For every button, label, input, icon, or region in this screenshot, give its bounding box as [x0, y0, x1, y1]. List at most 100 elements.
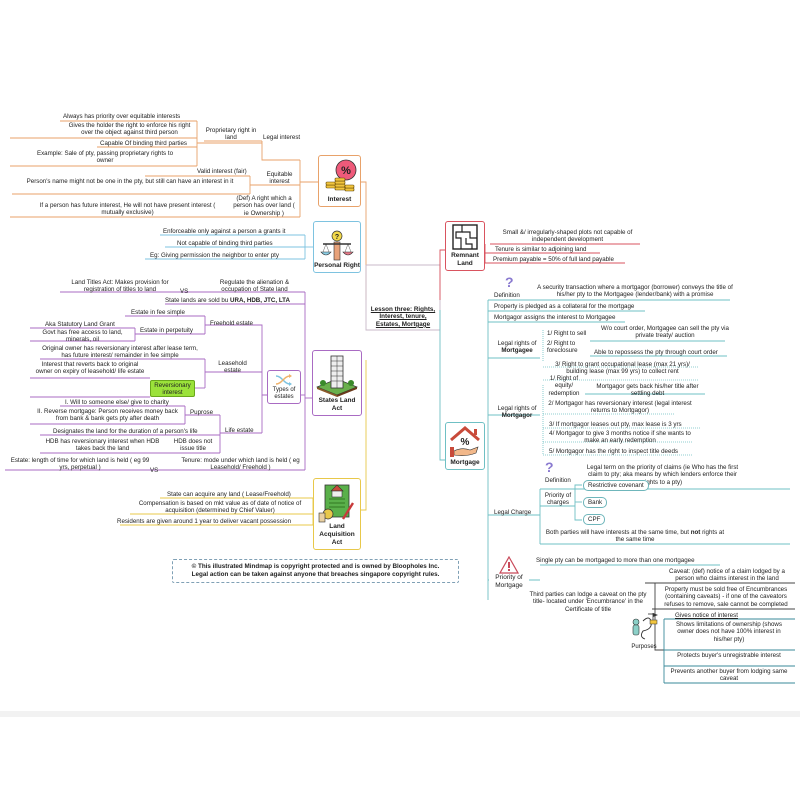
question-mark-icon: ?: [505, 274, 514, 290]
caveat-definition: Caveat: (def) notice of a claim lodged b…: [669, 568, 785, 583]
legal-charge-definition: Legal term on the priority of claims (ie…: [586, 464, 739, 486]
both-suffix: rights at the same time: [615, 529, 725, 544]
copyright-notice: © This illustrated Mindmap is copyright …: [172, 559, 459, 583]
mortgage-card[interactable]: % Mortgage: [445, 422, 485, 470]
svg-text:%: %: [341, 165, 351, 177]
right-label: 2/ Mortgagor has reversionary interest (…: [548, 400, 692, 415]
purposes-label: Purposes: [631, 644, 657, 651]
states-land-act-title: States Land Act: [318, 397, 356, 412]
interest-item: Capable Of binding third parties: [100, 140, 188, 147]
mortgage-item: Mortgagor assigns the interest to Mortga…: [494, 314, 616, 321]
legal-charge-label: Legal Charge: [494, 509, 532, 516]
priority-of-charges-label: Priority of charges: [544, 492, 572, 507]
legal-charge-definition-label: Definition: [545, 477, 571, 484]
types-of-estates-card[interactable]: Types of estates: [267, 370, 301, 404]
central-topic[interactable]: Lesson three: Rights, Interest, tenure, …: [370, 306, 436, 328]
vs-label: VS: [180, 288, 189, 295]
right-label: 4/ Mortgagor to give 3 months notice if …: [549, 430, 691, 445]
both-bold: not: [690, 529, 701, 536]
encumbrances-text: Property must be sold free of Encumbranc…: [664, 586, 788, 608]
purpose-item: Gives notice of interest: [675, 612, 738, 619]
designates-land-text: Designates the land for the duration of …: [53, 428, 198, 435]
remnant-land-card[interactable]: Remnant Land: [445, 221, 485, 271]
warning-icon: [499, 556, 519, 574]
mortgage-title: Mortgage: [450, 459, 480, 466]
legal-interest-label: Legal interest: [263, 134, 301, 141]
land-plots-icon: [452, 224, 478, 250]
priority-of-mortgage-card[interactable]: Priority of Mortgage: [489, 549, 529, 593]
mortgagor-bold: Mortgagor: [501, 412, 533, 420]
land-acq-item: State can acquire any land ( Lease/Freeh…: [167, 491, 291, 498]
purpose-item: Shows limitations of ownership (shows ow…: [676, 621, 782, 643]
mortgage-definition-label: Definition: [494, 292, 520, 299]
right-label: 5/ Mortgagor has the right to inspect ti…: [549, 448, 678, 455]
proprietary-right-label: Proprietary right in land: [205, 127, 257, 142]
label-prefix: Legal rights of: [497, 405, 537, 412]
right-label: 2/ Right to foreclosure: [547, 340, 578, 355]
mortgage-definition: A security transaction where a mortgagor…: [537, 284, 733, 299]
interest-item: Valid interest (fair): [197, 168, 247, 175]
person-flag-icon: [632, 613, 658, 640]
copyright-line-2: Legal action can be taken against anyone…: [191, 571, 440, 578]
personal-right-item: Enforceable only against a person a gran…: [163, 228, 286, 235]
reversionary-after-lease: Original owner has reversionary interest…: [42, 345, 198, 360]
svg-text:?: ?: [335, 234, 339, 241]
remnant-item: Premium payable = 50% of full land payab…: [493, 256, 614, 263]
purpose-item: Prevents another buyer from lodging same…: [670, 668, 788, 683]
shuffle-icon: [275, 374, 292, 386]
building-icon: [316, 355, 358, 397]
equitable-interest-label: Equitable interest: [266, 171, 293, 186]
priority-of-mortgage-title: Priority of Mortgage: [495, 574, 523, 589]
priority-chip: Restrictive covenant: [583, 480, 649, 491]
land-acquisition-title: Land Acquisition Act: [319, 523, 355, 546]
reversionary-interest-badge: Reversionary interest: [150, 380, 195, 397]
land-acquisition-card[interactable]: Land Acquisition Act: [313, 478, 361, 550]
priority-chip: CPF: [583, 514, 606, 525]
sold-by-prefix: State lands are sold bu: [165, 297, 231, 304]
reverts-back-text: Interest that reverts back to original o…: [35, 361, 145, 376]
personal-right-item: Eg: Giving permission the neighbor to en…: [150, 252, 279, 259]
document-house-icon: [318, 484, 355, 523]
personal-right-card[interactable]: ? Personal Right: [313, 221, 361, 273]
state-lands-sold-by: State lands are sold bu URA, HDB, JTC, L…: [165, 297, 290, 304]
life-estate-label: Life estate: [225, 427, 254, 434]
single-pty-text: Single pty can be mortgaged to more than…: [536, 557, 695, 564]
remnant-item: Tenure is similar to adjoining land: [495, 246, 587, 253]
freehold-estate-label: Freehold estate: [210, 320, 253, 327]
sold-by-agencies: URA, HDB, JTC, LTA: [230, 297, 290, 304]
right-detail: W/o court order, Mortgagee can sell the …: [601, 325, 729, 340]
remnant-item: Small &/ irregularly-shaped plots not ca…: [502, 229, 633, 244]
estate-definition-text: Estate: length of time for which land is…: [10, 457, 150, 472]
right-label: 1/ Right of equity/ redemption: [548, 375, 580, 397]
purpose-item: Protects buyer's unregistrable interest: [677, 652, 781, 659]
interest-item: Always has priority over equitable inter…: [63, 113, 181, 120]
interest-card[interactable]: % Interest: [318, 155, 361, 207]
govt-access-text: Govt has free access to land, minerals, …: [42, 329, 123, 344]
priority-chip: Bank: [583, 497, 608, 508]
mortgagee-bold: Mortgagee: [501, 347, 533, 355]
scales-question-icon: ?: [320, 230, 354, 261]
personal-right-title: Personal Right: [314, 262, 360, 269]
interest-item: Person's name might not be one in the pt…: [26, 178, 234, 185]
tenure-definition-text: Tenure: mode under which land is held ( …: [181, 457, 300, 472]
third-parties-text: Third parties can lodge a caveat on the …: [529, 591, 647, 613]
personal-right-item: Not capable of binding third parties: [177, 240, 273, 247]
right-detail: Able to repossess the pty through court …: [594, 349, 718, 356]
types-of-estates-title: Types of estates: [272, 387, 296, 400]
land-acq-item: Residents are given around 1 year to del…: [117, 518, 292, 525]
leasehold-estate-label: Leasehold estate: [218, 360, 247, 375]
remnant-land-title: Remnant Land: [451, 252, 479, 267]
both-parties-text: Both parties will have interests at the …: [545, 529, 725, 544]
right-label: 3/ Right to grant occupational lease (ma…: [555, 361, 690, 376]
right-label: 3/ If mortgagor leases out pty, max leas…: [549, 421, 682, 428]
land-acq-item: Compensation is based on mkt value as of…: [138, 500, 302, 515]
interest-item: If a person has future interest, He will…: [39, 202, 216, 217]
percent-coins-icon: %: [325, 159, 356, 192]
svg-text:%: %: [461, 437, 470, 448]
states-land-act-card[interactable]: States Land Act: [312, 350, 362, 416]
mortgage-item: Property is pledged as a collateral for …: [494, 303, 635, 310]
regulate-state-land-text: Regulate the alienation & occupation of …: [219, 279, 290, 294]
house-percent-hand-icon: %: [450, 426, 480, 457]
